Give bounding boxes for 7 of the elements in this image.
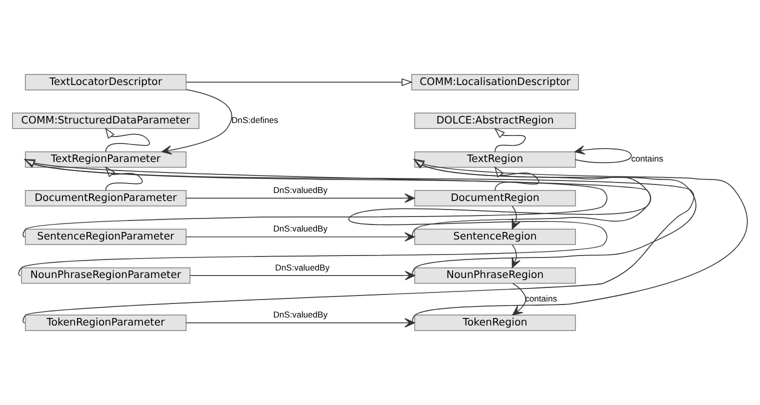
- edge-label: contains: [631, 154, 664, 164]
- edge-label: DnS:valuedBy: [275, 262, 330, 272]
- edge-label: DnS:valuedBy: [273, 310, 328, 320]
- edge-label: DnS:valuedBy: [273, 224, 328, 234]
- edge-label: DnS:valuedBy: [273, 185, 328, 196]
- edge-label: contains: [525, 293, 558, 304]
- edge-label: DnS:defines: [231, 115, 278, 125]
